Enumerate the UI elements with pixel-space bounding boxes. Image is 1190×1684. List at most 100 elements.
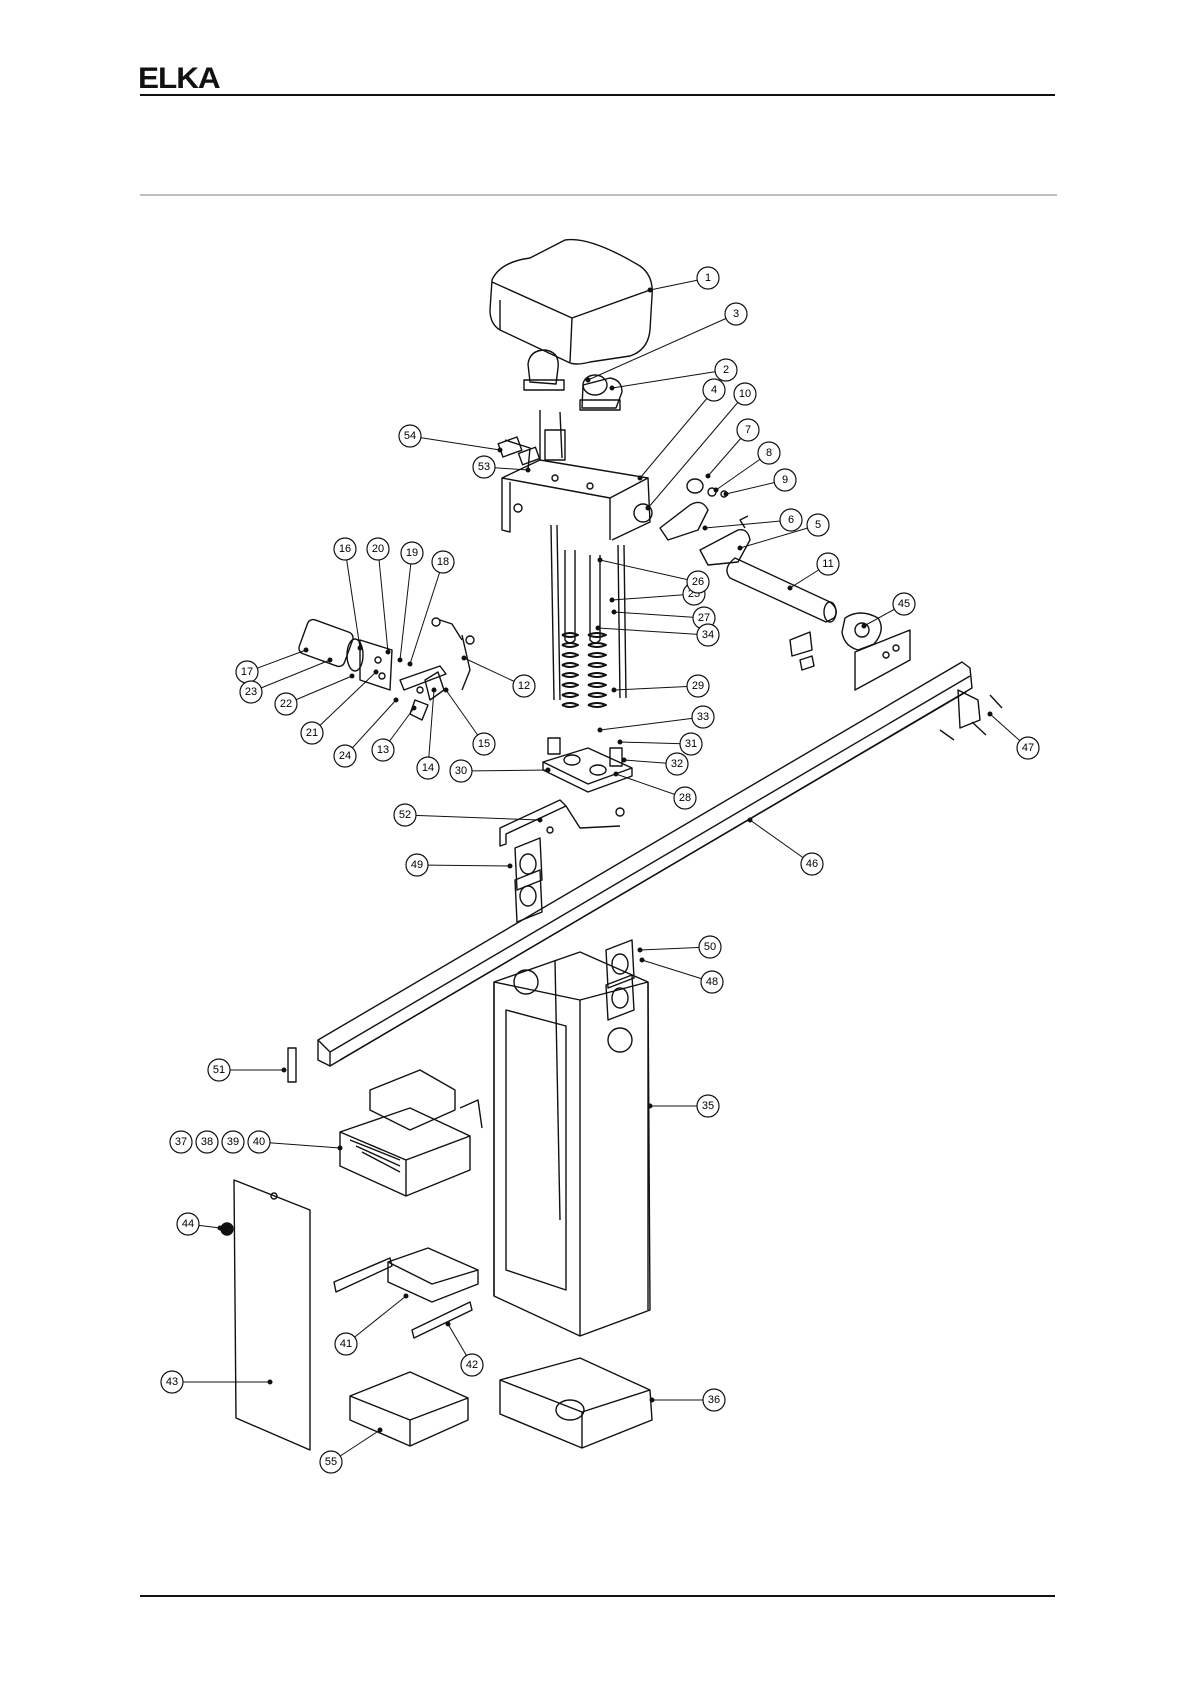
leader-arrowhead-44 — [218, 1226, 222, 1230]
callout-label-23: 23 — [245, 686, 257, 698]
callout-label-36: 36 — [708, 1394, 720, 1406]
leader-arrowhead-35 — [648, 1104, 652, 1108]
leader-line-27 — [614, 612, 704, 618]
part-door-panel — [234, 1180, 310, 1450]
leader-arrowhead-30 — [546, 768, 550, 772]
leader-arrowhead-18 — [408, 662, 412, 666]
leader-arrowhead-7 — [706, 474, 710, 478]
leader-arrowhead-5 — [738, 546, 742, 550]
callout-label-43: 43 — [166, 1376, 178, 1388]
leader-arrowhead-41 — [404, 1294, 408, 1298]
callout-label-37: 37 — [175, 1136, 187, 1148]
leader-arrowhead-42 — [446, 1322, 450, 1326]
leader-line-4 — [640, 390, 714, 478]
callout-label-38: 38 — [201, 1136, 213, 1148]
leader-arrowhead-1 — [648, 288, 652, 292]
callout-label-15: 15 — [478, 738, 490, 750]
leader-arrowhead-52 — [538, 818, 542, 822]
part-cover — [490, 240, 652, 364]
leader-lines — [172, 278, 1028, 1462]
callout-label-35: 35 — [702, 1100, 714, 1112]
leader-arrowhead-54 — [498, 448, 502, 452]
callout-label-9: 9 — [782, 474, 788, 486]
leader-arrowhead-12 — [462, 656, 466, 660]
leader-arrowhead-21 — [374, 670, 378, 674]
leader-arrowhead-23 — [328, 658, 332, 662]
leader-arrowhead-43 — [268, 1380, 272, 1384]
callout-label-26: 26 — [692, 576, 704, 588]
leader-arrowhead-40 — [338, 1146, 342, 1150]
leader-arrowhead-15 — [444, 688, 448, 692]
callout-label-13: 13 — [377, 744, 389, 756]
leader-line-3 — [588, 314, 736, 380]
callout-label-42: 42 — [466, 1359, 478, 1371]
leader-arrowhead-51 — [282, 1068, 286, 1072]
leader-arrowhead-25 — [610, 598, 614, 602]
callout-label-44: 44 — [182, 1218, 194, 1230]
leader-arrowhead-6 — [703, 526, 707, 530]
part-clip — [288, 1048, 296, 1082]
leader-arrowhead-27 — [612, 610, 616, 614]
leader-line-34 — [598, 628, 708, 635]
leader-arrowhead-10 — [646, 506, 650, 510]
leader-line-52 — [405, 815, 540, 820]
leader-arrowhead-20 — [386, 650, 390, 654]
leader-line-49 — [417, 865, 510, 866]
callout-label-22: 22 — [280, 698, 292, 710]
part-column — [494, 952, 650, 1336]
callout-label-12: 12 — [518, 680, 530, 692]
callout-label-41: 41 — [340, 1338, 352, 1350]
leader-line-21 — [312, 672, 376, 733]
leader-arrowhead-28 — [614, 772, 618, 776]
callout-label-5: 5 — [815, 519, 821, 531]
callout-label-11: 11 — [822, 558, 833, 570]
callout-label-48: 48 — [706, 976, 718, 988]
leader-arrowhead-19 — [398, 658, 402, 662]
leader-line-5 — [740, 525, 818, 548]
callout-label-4: 4 — [711, 384, 717, 396]
leader-arrowhead-16 — [358, 646, 362, 650]
leader-arrowhead-46 — [748, 818, 752, 822]
leader-arrowhead-55 — [378, 1428, 382, 1432]
callout-label-27: 27 — [698, 612, 710, 624]
part-spring-base — [543, 738, 632, 792]
callout-label-39: 39 — [227, 1136, 239, 1148]
leader-arrowhead-47 — [988, 712, 992, 716]
callout-label-24: 24 — [339, 750, 351, 762]
part-mounting-plate — [334, 1248, 478, 1338]
leader-line-6 — [705, 520, 791, 528]
part-linkage — [400, 618, 474, 720]
callout-label-20: 20 — [372, 543, 384, 555]
part-tray — [350, 1372, 468, 1446]
leader-arrowhead-13 — [412, 706, 416, 710]
callout-group: 1234567891011121314151617181920212223242… — [161, 267, 1039, 1473]
leader-arrowhead-3 — [586, 378, 590, 382]
part-hub-assembly — [634, 479, 750, 565]
leader-line-29 — [614, 686, 698, 690]
callout-label-14: 14 — [422, 762, 434, 774]
part-bracket — [500, 800, 624, 846]
callout-label-28: 28 — [679, 792, 691, 804]
callout-label-54: 54 — [404, 430, 416, 442]
callout-label-19: 19 — [406, 547, 418, 559]
leader-line-54 — [410, 436, 500, 450]
leader-arrowhead-17 — [304, 648, 308, 652]
part-springs — [562, 633, 606, 707]
part-knob — [221, 1223, 233, 1235]
part-head-frame — [502, 410, 650, 540]
leader-arrowhead-29 — [612, 688, 616, 692]
callout-label-21: 21 — [306, 727, 318, 739]
leader-line-14 — [428, 690, 434, 768]
callout-label-45: 45 — [898, 598, 910, 610]
leader-arrowhead-2 — [610, 386, 614, 390]
leader-arrowhead-53 — [526, 468, 530, 472]
callout-label-32: 32 — [671, 758, 683, 770]
callout-label-55: 55 — [325, 1456, 337, 1468]
callout-label-30: 30 — [455, 765, 467, 777]
callout-label-31: 31 — [685, 738, 697, 750]
leader-line-30 — [461, 770, 548, 771]
leader-arrowhead-11 — [788, 586, 792, 590]
callout-label-51: 51 — [213, 1064, 225, 1076]
callout-label-10: 10 — [739, 388, 751, 400]
leader-line-33 — [600, 717, 703, 730]
